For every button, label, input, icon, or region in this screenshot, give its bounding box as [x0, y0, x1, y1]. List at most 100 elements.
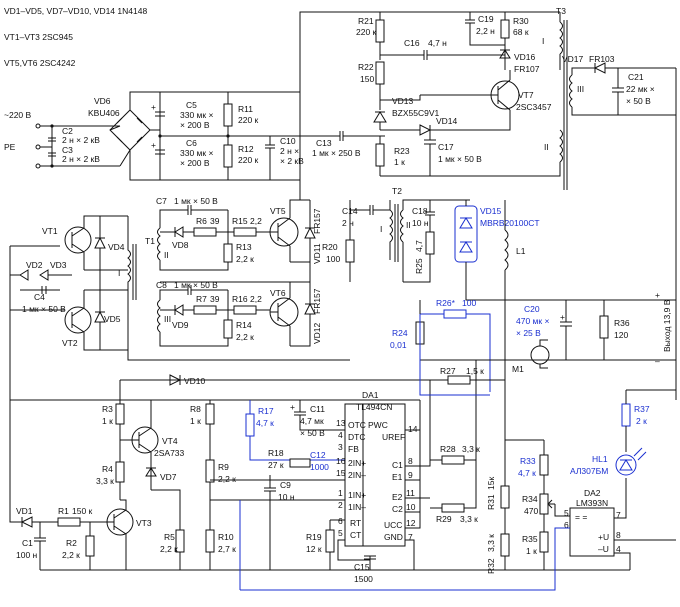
c6-val1: 330 мк ×: [180, 148, 213, 158]
hl1-value: АЛ307БМ: [570, 466, 608, 476]
vt3-section: VD1 R1 150 к C1 100 н R2 2,2 к VT3: [9, 400, 152, 570]
pin-13: 13: [336, 418, 346, 428]
da1-e2: E2: [392, 492, 403, 502]
da1-outputs: R28 3,3 к R29 3,3 к: [430, 360, 480, 524]
r26-value: 100: [462, 298, 476, 308]
t2-w2: II: [406, 220, 411, 230]
pin-10: 10: [406, 502, 416, 512]
r16-body: [233, 305, 257, 315]
pin-5: 5: [338, 528, 343, 538]
r36-value: 120: [614, 330, 628, 340]
c18-ref: C18: [412, 206, 428, 216]
vt2-body: [64, 306, 92, 334]
c12-ref: C12: [310, 450, 326, 460]
c9-ref: C9: [280, 480, 291, 490]
c8-ref: C8: [156, 280, 167, 290]
vd8-ref: VD8: [172, 240, 189, 250]
c20-val2: × 25 В: [516, 328, 541, 338]
c21-val1: 22 мк ×: [626, 84, 655, 94]
c20-ref: C20: [524, 304, 540, 314]
pe-terminal: [35, 144, 41, 150]
t3-transformer: T3 I II III VD17 FR103 C21 22 мк × × 50 …: [470, 6, 677, 400]
vt4-value: 2SA733: [154, 448, 185, 458]
c18-value: 10 н: [412, 218, 429, 228]
vt7-section: R21 220 к C16 4,7 н R22 150 VD13 BZX55C9…: [356, 12, 552, 177]
r5-ref: R5: [164, 532, 175, 542]
c10-val1: 2 н ×: [280, 146, 299, 156]
da1-uref: UREF: [382, 432, 405, 442]
vd15-section: VD15 MBRB20100CT L1: [454, 199, 540, 301]
vd10-ref: VD10: [184, 376, 206, 386]
da1-1inm: 1IN–: [348, 502, 366, 512]
r8-value: 1 к: [190, 416, 201, 426]
da2-tag: = =: [575, 512, 587, 522]
vd7-ref: VD7: [160, 472, 177, 482]
da1-ic: DA1 TL494CN OTC DTC FB 2IN+ 2IN– 1IN+ 1I…: [336, 380, 431, 570]
vt2-ref: VT2: [62, 338, 78, 348]
r24-ref: R24: [392, 328, 408, 338]
divider-section: R8 1 к R9 2,2 к R10 2,7 к: [190, 400, 236, 570]
r1-value: 150 к: [72, 506, 93, 516]
r23-ref: R23: [394, 146, 410, 156]
c19-ref: C19: [478, 14, 494, 24]
pin-16: 16: [336, 456, 346, 466]
vd2-ref: VD2: [26, 260, 43, 270]
r33-body: [539, 454, 549, 476]
t1-w3: III: [164, 314, 171, 324]
r9-ref: R9: [218, 462, 229, 472]
r5-value: 2,2 к: [160, 544, 178, 554]
c11-val2: × 50 В: [300, 428, 325, 438]
c20-val1: 470 мк ×: [516, 316, 549, 326]
r23-body: [375, 143, 385, 167]
r28-body: [441, 455, 465, 465]
svg-text:+: +: [560, 312, 565, 322]
r2-body: [85, 535, 95, 557]
r12-value: 220 к: [238, 155, 259, 165]
r20-value: 100: [326, 254, 340, 264]
vd15-ref: VD15: [480, 206, 502, 216]
t2-w1: I: [380, 224, 382, 234]
pin-3: 3: [338, 442, 343, 452]
r14-body: [223, 319, 233, 339]
vd6-ref: VD6: [94, 96, 111, 106]
c2-ref: C2: [62, 126, 73, 136]
da1-otc: OTC: [348, 420, 366, 430]
da2-plus: +U: [598, 532, 609, 542]
c12-value: 1000: [310, 462, 329, 472]
r3-ref: R3: [102, 404, 113, 414]
vd17-value: FR103: [589, 54, 615, 64]
c15-value: 1500: [354, 574, 373, 584]
vd11-label: VD11: [312, 243, 322, 264]
c3-ref: C3: [62, 145, 73, 155]
r12-body: [223, 144, 233, 168]
da1-dtc: DTC: [348, 432, 365, 442]
vd12-label: VD12: [312, 322, 322, 344]
r26-body: [443, 309, 467, 319]
r21-value: 220 к: [356, 27, 377, 37]
header-line-3: VT5,VT6 2SC4242: [4, 58, 76, 68]
svg-text:–: –: [655, 356, 660, 366]
pin-1: 1: [338, 488, 343, 498]
t3-w1: I: [542, 36, 544, 46]
da2-pin6: 6: [564, 520, 569, 530]
da2-minus: –U: [598, 544, 609, 554]
r29-ref: R29: [436, 514, 452, 524]
r7-ref: R7: [196, 294, 207, 304]
r24-value: 0,01: [390, 340, 407, 350]
output-label: Выход 13,9 В: [662, 299, 672, 352]
r32-value: 3,3 к: [486, 534, 496, 552]
pin-4: 4: [338, 430, 343, 440]
r7-body: [193, 305, 217, 315]
r16-value: 2,2: [250, 294, 262, 304]
vd5-ref: VD5: [104, 314, 121, 324]
vd15-value: MBRB20100CT: [480, 218, 540, 228]
r32-label: R32: [486, 558, 496, 574]
vd16-ref: VD16: [514, 52, 536, 62]
r31-label: R31: [486, 494, 496, 510]
r19-value: 12 к: [306, 544, 322, 554]
vd3-ref: VD3: [50, 260, 67, 270]
da2-pin5: 5: [564, 508, 569, 518]
driver-section: VT1 VT2 VD4 VD5 VD2 VD3 C4 1 мк × 50 В T…: [9, 196, 350, 400]
r28-value: 3,3 к: [462, 444, 480, 454]
r1-body: [57, 517, 81, 527]
